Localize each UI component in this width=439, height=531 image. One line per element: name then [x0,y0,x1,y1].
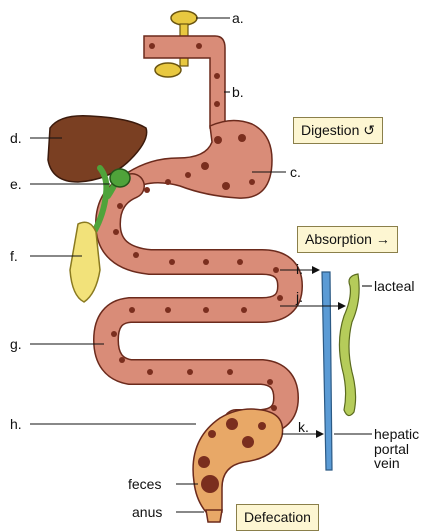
label-g: g. [10,337,22,351]
pancreas [70,222,100,302]
label-f: f. [10,249,18,263]
label-c: c. [290,165,301,179]
mouth-esophagus [144,36,225,128]
defecation-box: Defecation [236,504,319,531]
anus [206,510,222,522]
label-d: d. [10,131,22,145]
circular-arrow-icon: ↺ [363,122,375,138]
label-j: j. [296,290,303,304]
digestion-box: Digestion ↺ [293,117,383,144]
label-e: e. [10,177,22,191]
defecation-label: Defecation [244,509,311,525]
label-feces: feces [128,477,161,491]
label-anus: anus [132,505,162,519]
label-k: k. [298,420,309,434]
hepatic-portal-vein [322,272,332,470]
right-arrow-icon: → [376,231,390,247]
label-hepatic-portal-vein: hepatic portal vein [374,427,419,471]
gallbladder [110,169,130,187]
label-b: b. [232,85,244,99]
digestion-label: Digestion [301,122,359,138]
label-lacteal: lacteal [374,279,414,293]
absorption-box: Absorption → [297,226,398,253]
label-i: i. [296,262,303,276]
absorption-label: Absorption [305,231,372,247]
label-a: a. [232,11,244,25]
lacteal-vessel [339,274,359,416]
label-h: h. [10,417,22,431]
